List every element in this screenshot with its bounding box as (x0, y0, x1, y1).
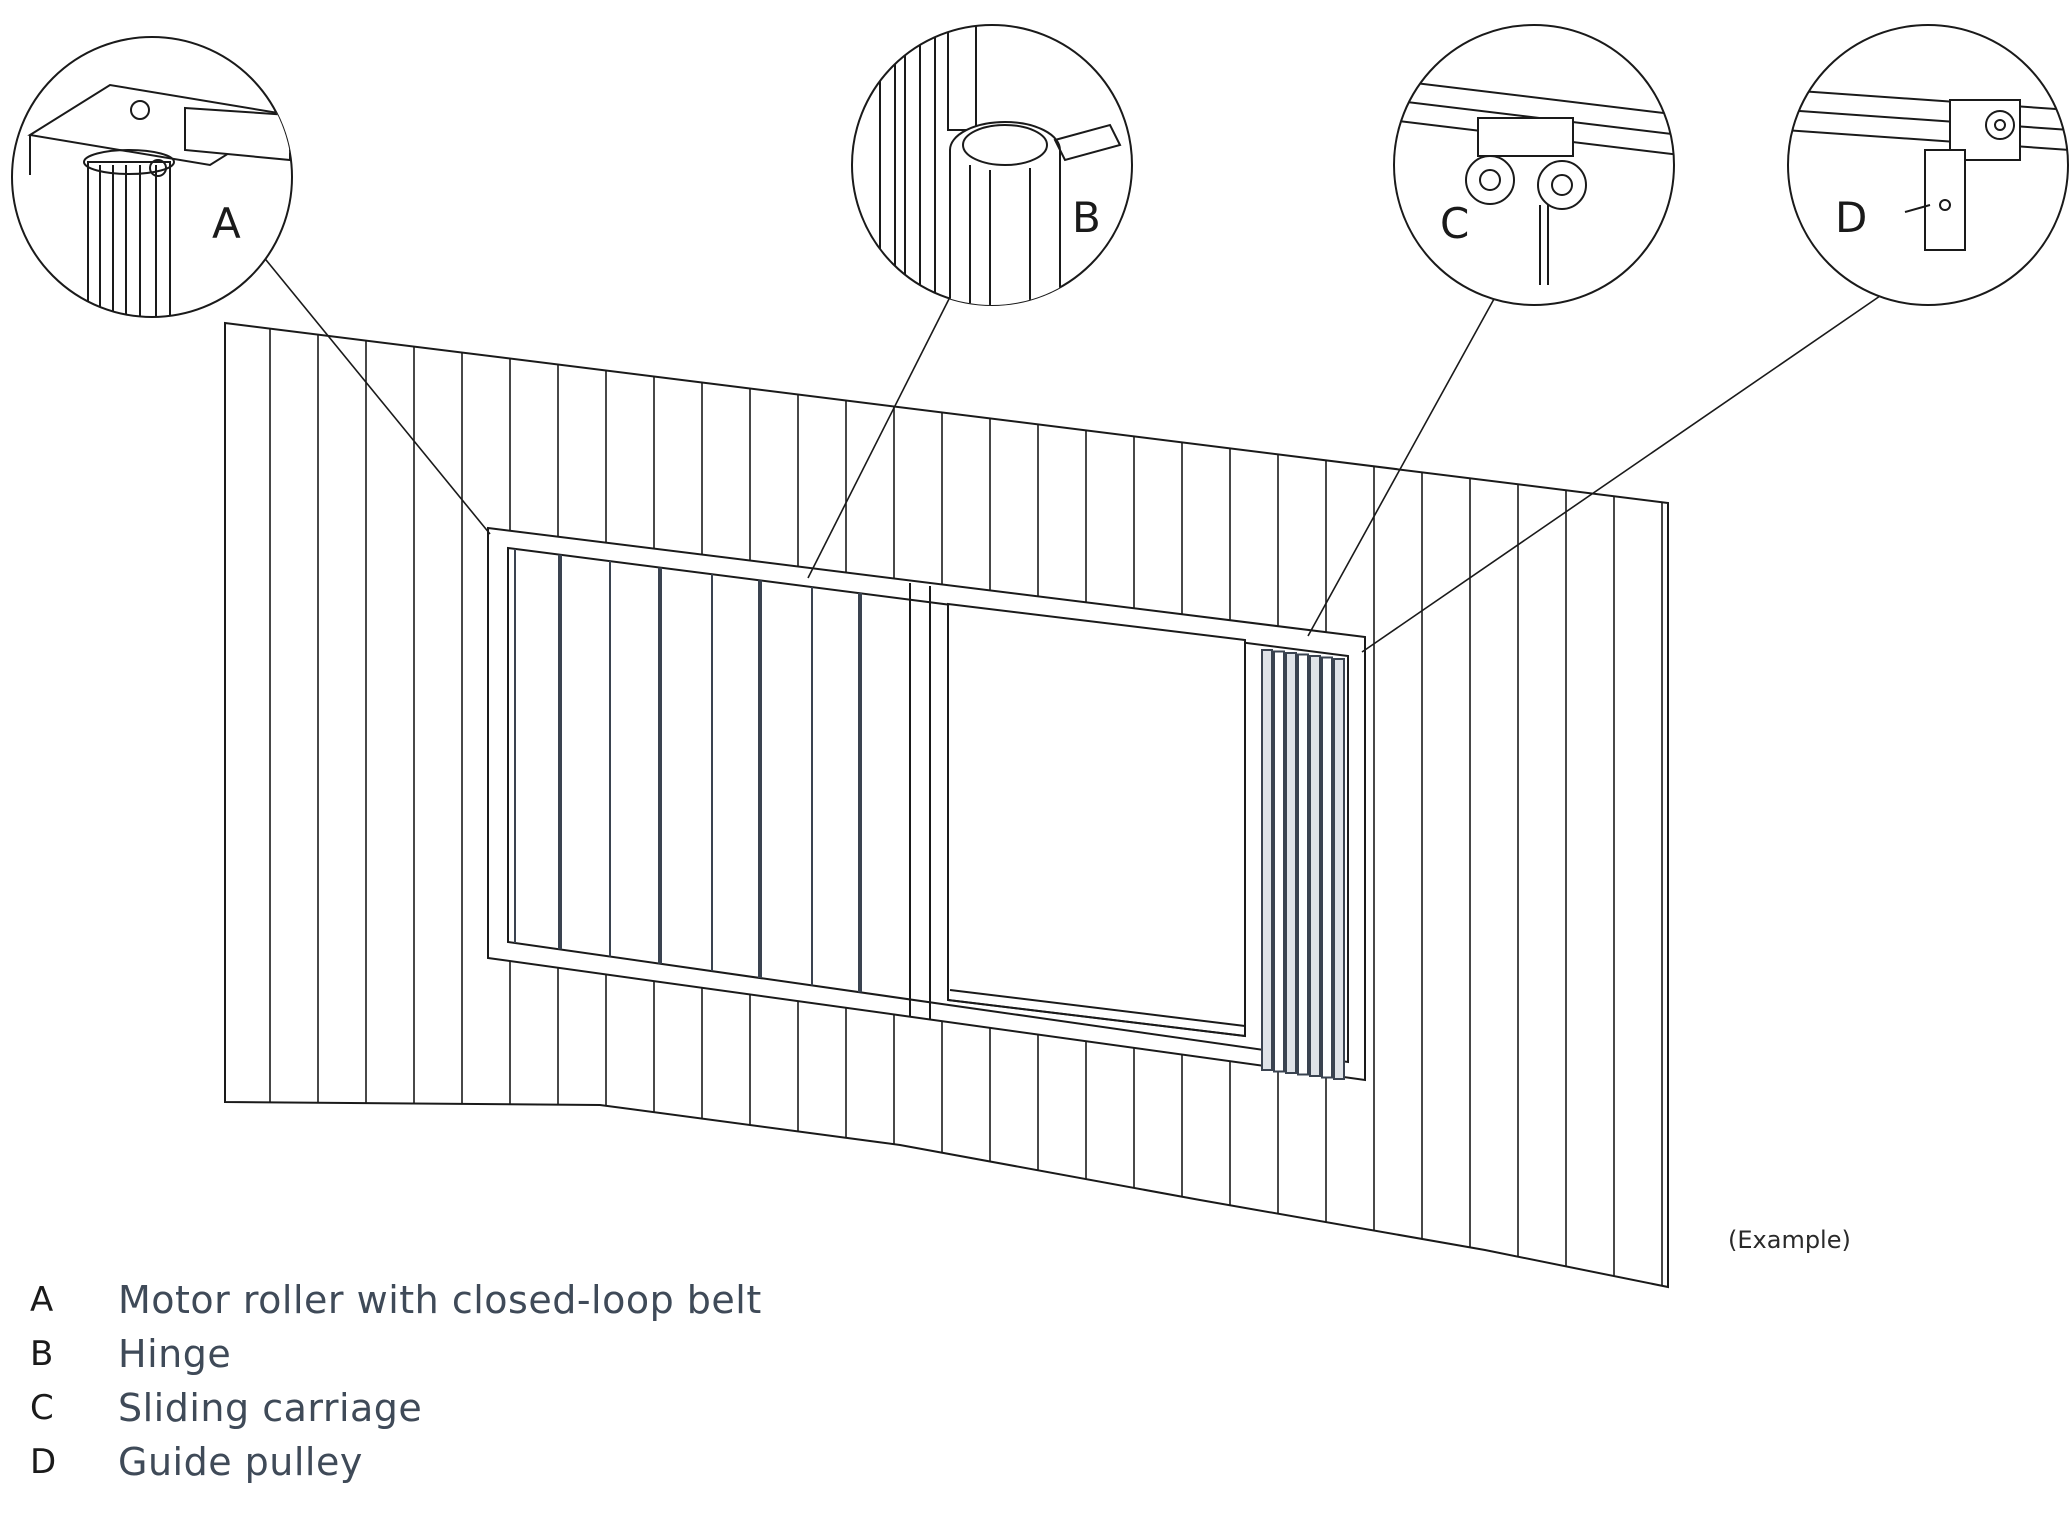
leader-lines (261, 254, 1881, 653)
callout-circle-a: A (11, 36, 293, 318)
window-frame (487, 526, 1366, 1082)
stacked-panel (1297, 653, 1309, 1076)
legend-letter: D (30, 1442, 57, 1482)
legend-letter: A (30, 1280, 54, 1320)
stacked-panel (1309, 655, 1321, 1077)
stacked-panel (1261, 649, 1273, 1071)
callout-letter-d: D (1835, 193, 1867, 242)
legend-text: Hinge (118, 1332, 232, 1376)
callout-circle-d: D (1787, 24, 2069, 306)
callout-letter-c: C (1440, 199, 1469, 248)
legend-letter: B (30, 1334, 54, 1374)
callout-circle-b: B (851, 24, 1133, 306)
legend-text: Guide pulley (118, 1440, 363, 1484)
stacked-panel (1321, 656, 1333, 1079)
folding-panels-stacked (1261, 649, 1345, 1080)
callout-letter-b: B (1072, 193, 1101, 242)
legend-letter: C (30, 1388, 54, 1428)
folding-panels-closed (514, 548, 862, 993)
wall-outline (224, 321, 1669, 1289)
example-note: (Example) (1728, 1226, 1851, 1254)
legend-text: Motor roller with closed-loop belt (118, 1278, 762, 1322)
callout-letter-a: A (212, 199, 241, 248)
stacked-panel (1333, 658, 1345, 1080)
stacked-panel (1285, 652, 1297, 1074)
callout-circle-c: C (1393, 24, 1675, 306)
stacked-panel (1273, 650, 1285, 1073)
legend-text: Sliding carriage (118, 1386, 423, 1430)
